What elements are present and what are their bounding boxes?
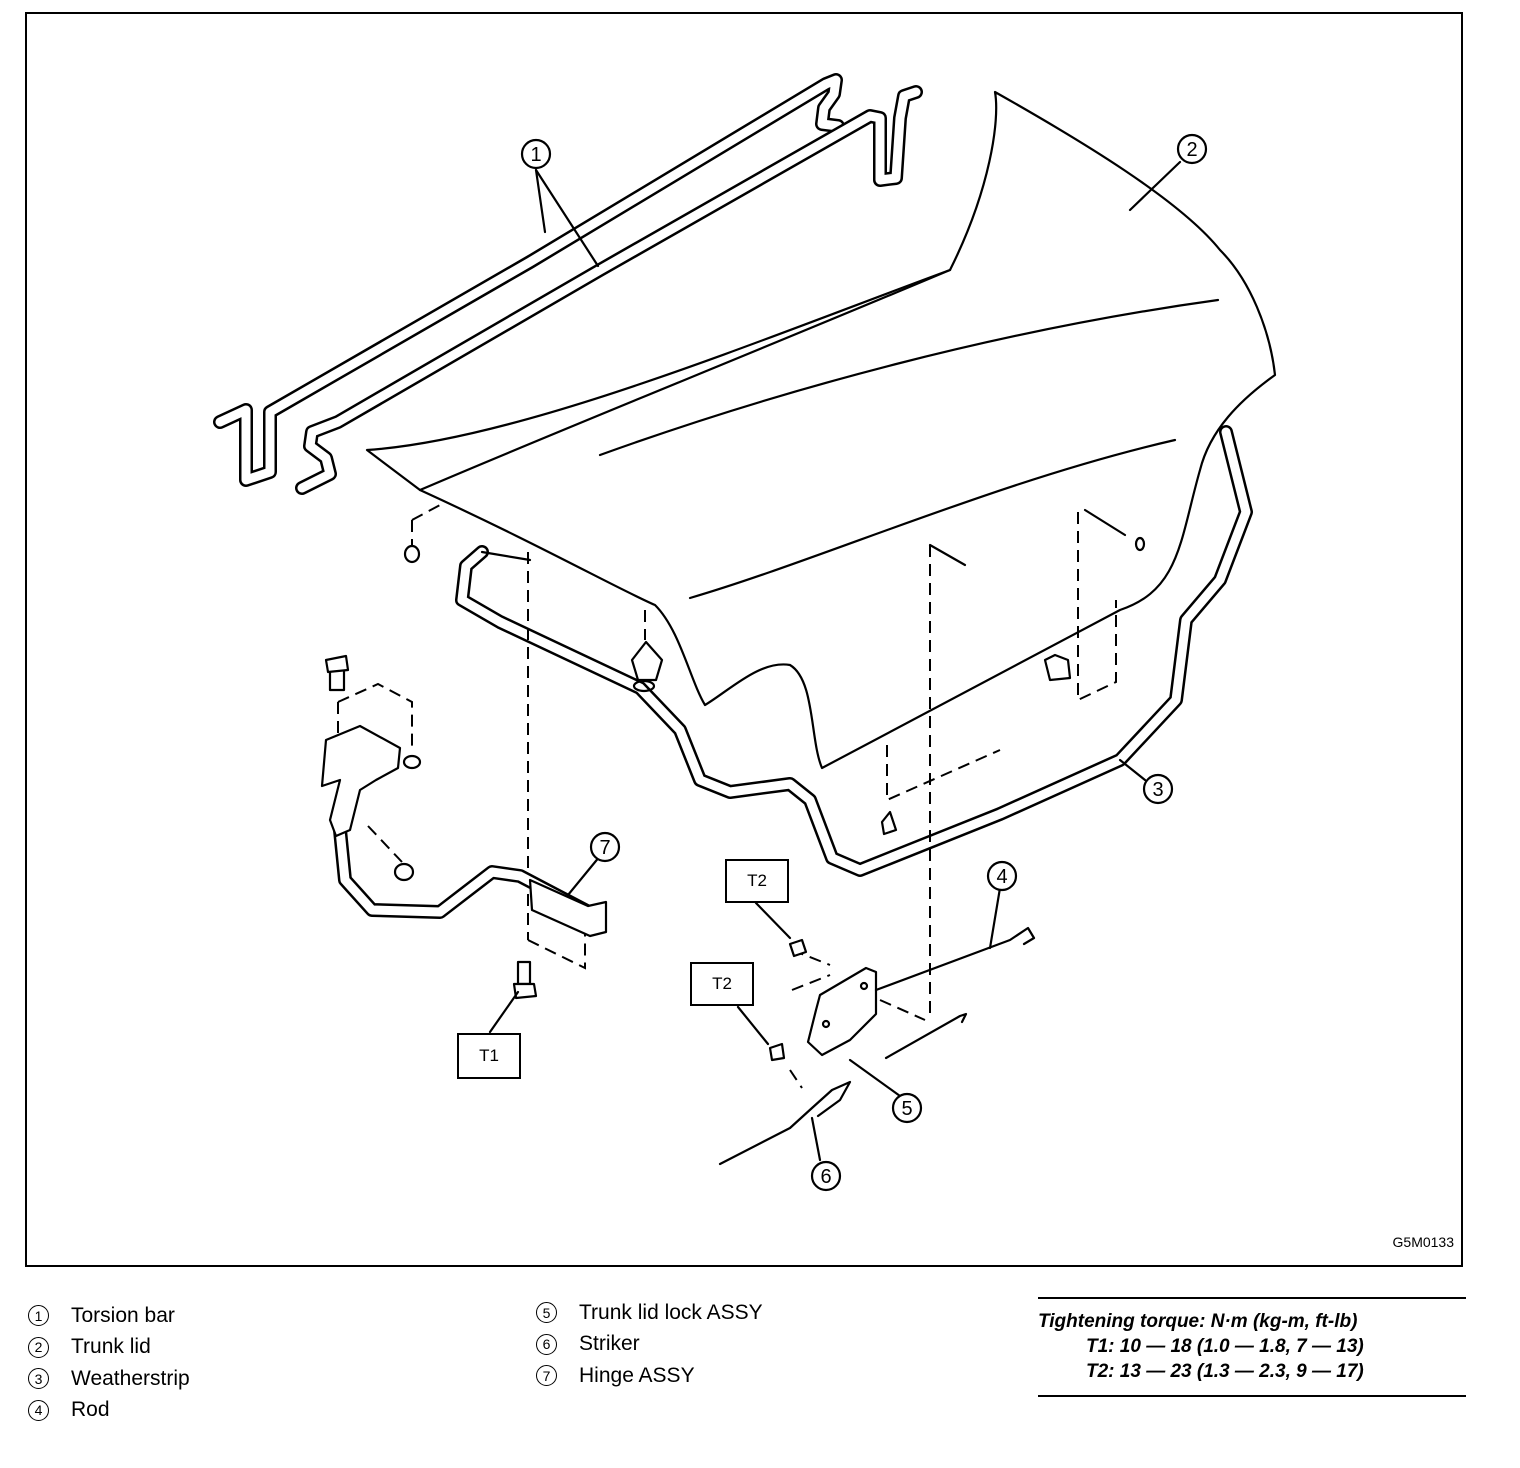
callout-3: 3 xyxy=(1142,773,1174,805)
legend-number: 6 xyxy=(536,1333,557,1355)
svg-text:3: 3 xyxy=(1152,779,1163,801)
callout-7: 7 xyxy=(589,831,621,863)
legend-item: 3 Weatherstrip xyxy=(28,1363,190,1395)
svg-text:7: 7 xyxy=(599,837,610,859)
torque-label-t2-lower: T2 xyxy=(690,962,754,1006)
torque-heading: Tightening torque: N·m (kg-m, ft-lb) xyxy=(1038,1311,1358,1332)
legend-item: 1 Torsion bar xyxy=(28,1300,190,1332)
trunk-lid xyxy=(365,90,1277,770)
svg-text:1: 1 xyxy=(530,144,541,166)
legend-number: 5 xyxy=(536,1302,557,1324)
svg-text:5: 5 xyxy=(901,1098,912,1120)
svg-text:6: 6 xyxy=(820,1166,831,1188)
legend-label: Torsion bar xyxy=(71,1303,175,1327)
legend-right: 5 Trunk lid lock ASSY 6 Striker 7 Hinge ASS… xyxy=(536,1297,763,1392)
legend-number: 2 xyxy=(28,1336,49,1358)
legend-label: Rod xyxy=(71,1398,110,1422)
callout-1: 1 xyxy=(520,138,552,170)
legend-label: Weatherstrip xyxy=(71,1366,190,1390)
torque-label-t2-upper: T2 xyxy=(725,859,789,903)
legend-label: Trunk lid lock ASSY xyxy=(579,1300,763,1324)
legend-item: 4 Rod xyxy=(28,1395,190,1427)
callout-circles: 1 2 3 4 5 6 7 xyxy=(520,133,1208,1192)
leader-lines xyxy=(488,160,1182,1162)
callout-5: 5 xyxy=(891,1092,923,1124)
callout-4: 4 xyxy=(986,860,1018,892)
svg-text:2: 2 xyxy=(1186,139,1197,161)
legend-label: Hinge ASSY xyxy=(579,1363,695,1387)
lock-and-striker xyxy=(512,926,1036,1166)
diagram-frame xyxy=(25,12,1463,1267)
legend-item: 5 Trunk lid lock ASSY xyxy=(536,1297,763,1329)
legend-item: 7 Hinge ASSY xyxy=(536,1360,763,1392)
torque-label-t1: T1 xyxy=(457,1033,521,1079)
legend-label: Striker xyxy=(579,1332,640,1356)
figure-code: G5M0133 xyxy=(1392,1234,1454,1250)
legend-item: 2 Trunk lid xyxy=(28,1332,190,1364)
legend-number: 3 xyxy=(28,1368,49,1390)
legend-item: 6 Striker xyxy=(536,1329,763,1361)
callout-6: 6 xyxy=(810,1160,842,1192)
legend-number: 1 xyxy=(28,1305,49,1327)
torsion-bars xyxy=(213,73,923,495)
hinge-assy xyxy=(320,544,898,938)
torque-t2: T2: 13 — 23 (1.3 — 2.3, 9 — 17) xyxy=(1086,1361,1364,1382)
legend-number: 4 xyxy=(28,1399,49,1421)
weatherstrip xyxy=(455,425,1253,877)
legend-label: Trunk lid xyxy=(71,1335,151,1359)
torque-t1: T1: 10 — 18 (1.0 — 1.8, 7 — 13) xyxy=(1086,1336,1364,1357)
legend-number: 7 xyxy=(536,1365,557,1387)
tightening-torque-table: Tightening torque: N·m (kg-m, ft-lb) T1:… xyxy=(1038,1297,1466,1397)
callout-2: 2 xyxy=(1176,133,1208,165)
svg-text:4: 4 xyxy=(996,866,1007,888)
